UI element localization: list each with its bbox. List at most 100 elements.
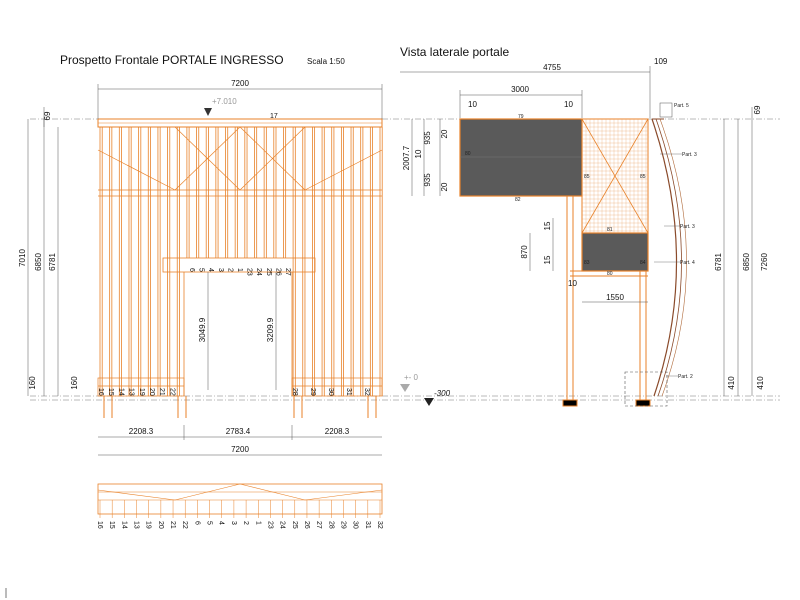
slat-label: 13 xyxy=(128,388,135,396)
part-label: Part. 3 xyxy=(682,152,697,158)
dim-160-right: 160 xyxy=(70,376,79,390)
plan-label: 4 xyxy=(218,521,225,525)
side-dim-6850: 6850 xyxy=(742,253,751,271)
part-label: Part. 5 xyxy=(674,103,689,109)
plan-label: 32 xyxy=(376,521,383,529)
slat-label: 1 xyxy=(236,268,243,272)
plan-label: 19 xyxy=(145,521,152,529)
side-dim-4755: 4755 xyxy=(543,63,561,72)
dim-6850: 6850 xyxy=(34,253,43,271)
side-dim-20a: 20 xyxy=(440,129,449,138)
panel-code: 81 xyxy=(607,227,613,233)
side-title: Vista laterale portale xyxy=(400,45,510,59)
slat-label: 29 xyxy=(309,388,316,396)
side-dim-410a: 410 xyxy=(727,376,736,390)
segment-left: 2208.3 xyxy=(129,427,154,436)
mesh-frame xyxy=(581,118,649,234)
slat-label: 32 xyxy=(363,388,370,396)
plan-label: 28 xyxy=(327,521,334,529)
slat-label: 5 xyxy=(198,268,205,272)
side-dim-15a: 15 xyxy=(543,221,552,230)
plan-label: 21 xyxy=(169,521,176,529)
panel-code: 80 xyxy=(607,271,613,277)
elevation-marker-icon xyxy=(204,108,212,116)
plan-label: 1 xyxy=(254,521,261,525)
elevation-300: -300 xyxy=(434,389,451,398)
slat-label: 30 xyxy=(327,388,334,396)
slat-label: 23 xyxy=(246,268,253,276)
slat-label: 3 xyxy=(217,268,224,272)
part-label: Part. 3 xyxy=(680,224,695,230)
plan-label: 25 xyxy=(291,521,298,529)
slat-label: 24 xyxy=(255,268,262,276)
front-width-bottom: 7200 xyxy=(231,445,249,454)
plan-label: 22 xyxy=(181,521,188,529)
slat-label: 20 xyxy=(148,388,155,396)
segment-right: 2208.3 xyxy=(325,427,350,436)
panel-code: 85 xyxy=(640,174,646,180)
plan-label: 27 xyxy=(315,521,322,529)
slat-label: 15 xyxy=(107,388,114,396)
segment-middle: 2783.4 xyxy=(226,427,251,436)
side-dim-1550: 1550 xyxy=(606,293,624,302)
side-dim-10a: 10 xyxy=(468,100,477,109)
plan-label: 29 xyxy=(339,521,346,529)
lower-panel xyxy=(581,232,649,272)
plan-label: 2 xyxy=(242,521,249,525)
side-dim-20b: 20 xyxy=(440,182,449,191)
side-dim-10b: 10 xyxy=(564,100,573,109)
panel-code: 82 xyxy=(515,197,521,203)
dim-7010: 7010 xyxy=(18,249,27,267)
slat-label: 16 xyxy=(97,388,104,396)
elevation-zero-icon xyxy=(400,384,410,392)
elevation-zero: +- 0 xyxy=(404,373,419,382)
dim-160-left: 160 xyxy=(28,376,37,390)
slat-label: 14 xyxy=(117,388,124,396)
side-dim-69: 69 xyxy=(753,105,762,114)
elevation-300-icon xyxy=(424,398,434,406)
plan-label: 15 xyxy=(108,521,115,529)
slat-label: 31 xyxy=(345,388,352,396)
opening-height-left: 3049.9 xyxy=(198,317,207,342)
front-opening-dims: 3049.9 3209.9 xyxy=(198,272,277,390)
side-dim-2007: 2007.7 xyxy=(402,145,411,170)
side-dim-870: 870 xyxy=(520,245,529,259)
plan-label: 20 xyxy=(157,521,164,529)
dim-69: 69 xyxy=(43,111,52,120)
scale-label: Scala 1:50 xyxy=(307,57,345,66)
front-elevation xyxy=(97,118,383,418)
panel-code: 80 xyxy=(465,151,471,157)
side-dim-10c: 10 xyxy=(414,149,423,158)
plan-label: 16 xyxy=(96,521,103,529)
panel-code: 84 xyxy=(640,260,646,266)
front-title: Prospetto Frontale PORTALE INGRESSO xyxy=(60,53,284,67)
plan-label: 13 xyxy=(133,521,140,529)
plan-label: 26 xyxy=(303,521,310,529)
side-dim-10d: 10 xyxy=(568,279,577,288)
side-dim-3000: 3000 xyxy=(511,85,529,94)
side-dim-935a: 935 xyxy=(423,131,432,145)
part-label: Part. 2 xyxy=(678,374,693,380)
panel-code: 83 xyxy=(584,260,590,266)
slat-label: 2 xyxy=(226,268,233,272)
plan-label: 24 xyxy=(279,521,286,529)
front-dim-top: 7200 +7.010 17 xyxy=(97,79,383,120)
slat-label: 19 xyxy=(138,388,145,396)
plan-label: 5 xyxy=(206,521,213,525)
side-dim-6781: 6781 xyxy=(714,253,723,271)
top-beam-label: 17 xyxy=(270,113,278,120)
plan-label: 23 xyxy=(266,521,273,529)
plan-label: 3 xyxy=(230,521,237,525)
plan-label: 14 xyxy=(120,521,127,529)
plan-label: 6 xyxy=(193,521,200,525)
slat-label: 4 xyxy=(207,268,214,272)
slat-label: 27 xyxy=(284,268,291,276)
slat-label: 21 xyxy=(158,388,165,396)
slat-label: 22 xyxy=(168,388,175,396)
side-dim-935b: 935 xyxy=(423,173,432,187)
